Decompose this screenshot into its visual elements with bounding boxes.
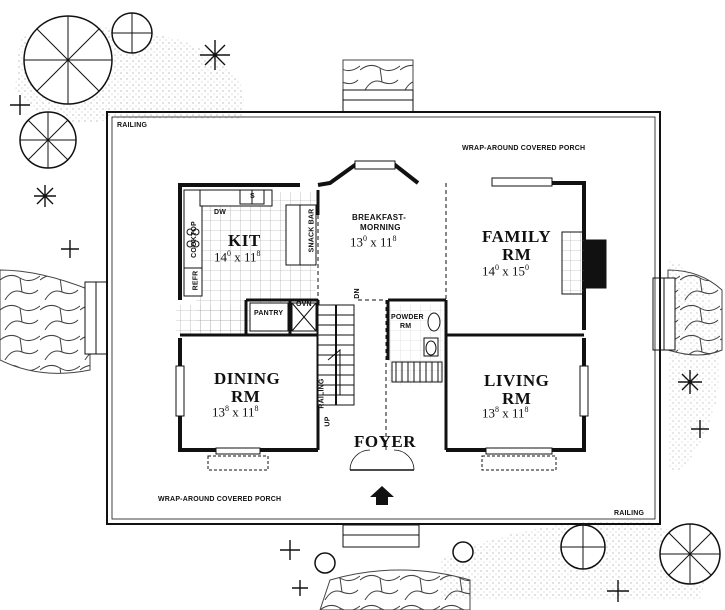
stair-railing-label: RAILING — [318, 378, 326, 409]
stair-down-label: DN — [353, 288, 361, 299]
porch — [106, 111, 661, 525]
powder-room-label: POWDER — [391, 314, 424, 321]
fireplace — [561, 231, 607, 295]
staircase — [317, 304, 355, 406]
dashed-openings — [317, 183, 447, 450]
foyer-label: FOYER — [354, 432, 416, 451]
family-room-dimensions: 140 x 150 — [482, 263, 529, 279]
entry-arrow-icon — [370, 486, 394, 505]
sink-label: S — [250, 193, 255, 200]
powder-fixtures — [391, 312, 443, 383]
breakfast-label-line2: MORNING — [360, 223, 401, 232]
living-room-dimensions: 138 x 118 — [482, 405, 529, 421]
family-room-label: FAMILY — [482, 227, 552, 246]
dining-room-label-line2: RM — [231, 387, 261, 406]
oven-label: OVN — [296, 301, 312, 308]
family-room-label-line2: RM — [502, 245, 532, 264]
powder-room-label-line2: RM — [400, 323, 412, 330]
pantry-label: PANTRY — [254, 310, 284, 317]
porch-label: WRAP-AROUND COVERED PORCH — [462, 145, 586, 152]
stair-up-label: UP — [324, 416, 332, 427]
cooktop-label: COOKTOP — [190, 221, 198, 258]
window — [175, 160, 589, 471]
front-door — [349, 449, 415, 471]
breakfast-dimensions: 130 x 118 — [350, 234, 397, 250]
dining-room-label: DINING — [214, 369, 281, 388]
kitchen-fixtures — [183, 189, 317, 332]
refrigerator-label: REFR — [192, 270, 200, 291]
living-room-label: LIVING — [484, 371, 550, 390]
dishwasher-label: DW — [214, 209, 227, 216]
porch-label: WRAP-AROUND COVERED PORCH — [158, 496, 282, 503]
railing-label: RAILING — [117, 122, 148, 129]
railing-label: RAILING — [614, 510, 645, 517]
breakfast-label: BREAKFAST- — [352, 213, 407, 222]
kitchen-label: KIT — [228, 231, 261, 250]
snack-bar-label: SNACK BAR — [308, 208, 316, 253]
shrub-icon — [10, 40, 709, 602]
steps — [84, 89, 676, 548]
living-room-label-line2: RM — [502, 389, 532, 408]
dining-room-dimensions: 138 x 118 — [212, 404, 259, 420]
kitchen-dimensions: 140 x 118 — [214, 249, 261, 265]
